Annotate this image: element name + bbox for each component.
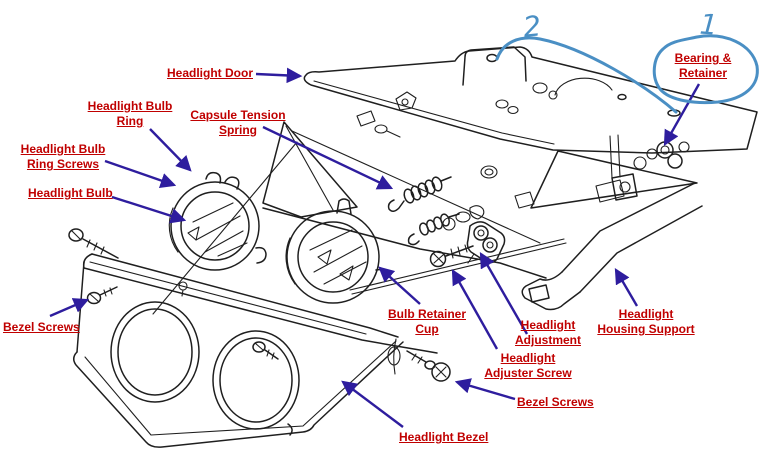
label-bezel-screws-left[interactable]: Bezel Screws (3, 320, 80, 334)
handwritten-number-1: 1 (699, 8, 719, 42)
label-headlight-housing-support[interactable]: Headlight Housing Support (597, 307, 695, 336)
headlight-housing-drawing (152, 121, 698, 315)
springs-drawing (387, 176, 460, 246)
arrow-bulb-retainer-cup (378, 266, 421, 305)
arrow-headlight-bulb-ring (149, 128, 192, 172)
label-headlight-bulb[interactable]: Headlight Bulb (28, 186, 113, 200)
arrow-bezel-screws-bottom (454, 378, 516, 401)
label-headlight-door[interactable]: Headlight Door (167, 66, 253, 80)
label-bearing-retainer[interactable]: Bearing & Retainer (674, 51, 732, 80)
arrow-capsule-tension-spring (262, 125, 394, 190)
label-headlight-adjustment[interactable]: Headlight Adjustment (515, 318, 581, 347)
headlight-bulb-left-drawing (168, 171, 267, 271)
arrow-headlight-bulb-ring-screws (104, 159, 177, 189)
arrow-headlight-bezel (341, 380, 404, 428)
label-headlight-bulb-ring-screws[interactable]: Headlight Bulb Ring Screws (20, 142, 106, 171)
arrow-headlight-bulb (111, 195, 187, 224)
label-headlight-adjuster-screw[interactable]: Headlight Adjuster Screw (484, 351, 572, 380)
label-headlight-bulb-ring[interactable]: Headlight Bulb Ring (87, 99, 173, 128)
arrow-headlight-housing-support (614, 267, 639, 307)
screws-drawing (68, 228, 474, 382)
handwritten-annotations: 2 1 (495, 8, 759, 114)
annotation-curve-number-2 (495, 36, 678, 114)
handwritten-number-2: 2 (522, 9, 543, 44)
arrow-headlight-adjustment (479, 251, 529, 335)
annotation-circle-bearing-retainer (652, 34, 759, 105)
label-capsule-tension-spring[interactable]: Capsule Tension Spring (190, 108, 286, 137)
headlight-bulb-right-drawing (285, 198, 387, 304)
label-bulb-retainer-cup[interactable]: Bulb Retainer Cup (387, 307, 466, 336)
arrow-bezel-screws-left (49, 298, 90, 318)
arrow-bearing-retainer (663, 83, 701, 147)
callout-arrows (49, 67, 701, 428)
label-bezel-screws-bottom[interactable]: Bezel Screws (517, 395, 594, 409)
adjuster-bracket-drawing (466, 221, 506, 264)
arrow-headlight-door (255, 67, 303, 84)
label-headlight-bezel[interactable]: Headlight Bezel (399, 430, 489, 444)
misc-parts-drawing (356, 110, 690, 231)
housing-support-drawing (521, 182, 703, 311)
arrow-headlight-adjuster-screw (451, 268, 499, 350)
